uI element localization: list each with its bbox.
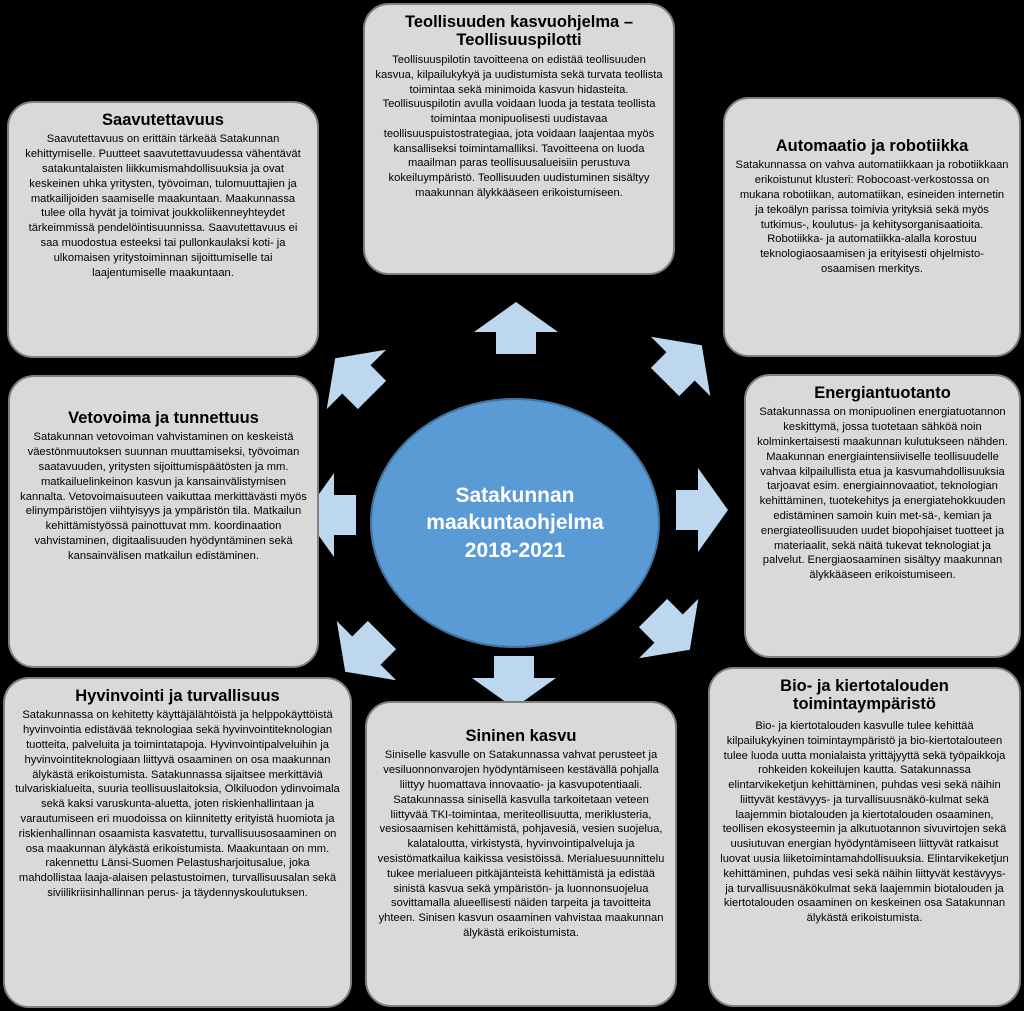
box-hyvinvointi-ja-turvallisuus: Hyvinvointi ja turvallisuus Satakunnassa… xyxy=(3,677,352,1008)
box-text: Satakunnassa on kehitetty käyttäjälähtöi… xyxy=(15,709,340,899)
box-title: Bio- ja kiertotalouden toimintaympäristö xyxy=(780,677,949,714)
box-text: Satakunnassa on monipuolinen energiatuot… xyxy=(757,406,1008,582)
box-bio-ja-kiertotalous: Bio- ja kiertotalouden toimintaympäristö… xyxy=(708,667,1021,1007)
box-sininen-kasvu: Sininen kasvu Siniselle kasvulle on Sata… xyxy=(365,701,677,1007)
arrow-right xyxy=(676,468,728,552)
box-vetovoima-ja-tunnettuus: Vetovoima ja tunnettuus Satakunnan vetov… xyxy=(8,375,319,668)
box-text: Siniselle kasvulle on Satakunnassa vahva… xyxy=(377,749,665,939)
box-title: Automaatio ja robotiikka xyxy=(775,137,969,155)
box-text: Satakunnan vetovoiman vahvistaminen on k… xyxy=(20,431,307,562)
box-energiantuotanto: Energiantuotanto Satakunnassa on monipuo… xyxy=(744,374,1021,658)
box-title: Sininen kasvu xyxy=(465,727,577,745)
arrow-down-right xyxy=(623,583,720,680)
center-circle: Satakunnan maakuntaohjelma 2018-2021 xyxy=(370,398,660,648)
arrow-up xyxy=(474,302,558,354)
box-text: Bio- ja kiertotalouden kasvulle tulee ke… xyxy=(720,719,1009,925)
center-title: Satakunnan maakuntaohjelma 2018-2021 xyxy=(426,484,604,562)
box-title: Energiantuotanto xyxy=(814,384,951,402)
box-title: Teollisuuden kasvuohjelma – Teollisuuspi… xyxy=(404,13,633,50)
box-teollisuuden-kasvuohjelma: Teollisuuden kasvuohjelma – Teollisuuspi… xyxy=(363,3,675,275)
box-title: Vetovoima ja tunnettuus xyxy=(68,409,259,427)
box-title: Hyvinvointi ja turvallisuus xyxy=(75,687,280,705)
box-text: Saavutettavuus on erittäin tärkeää Satak… xyxy=(25,133,301,279)
box-text: Teollisuuspilotin tavoitteena on edistää… xyxy=(375,53,663,199)
box-automaatio-ja-robotiikka: Automaatio ja robotiikka Satakunnassa on… xyxy=(723,97,1021,357)
arrow-up-left xyxy=(305,328,402,425)
box-title: Saavutettavuus xyxy=(102,111,224,129)
arrow-up-right xyxy=(635,315,732,412)
box-saavutettavuus: Saavutettavuus Saavutettavuus on erittäi… xyxy=(7,101,319,358)
box-text: Satakunnassa on vahva automatiikkaan ja … xyxy=(735,159,1009,275)
